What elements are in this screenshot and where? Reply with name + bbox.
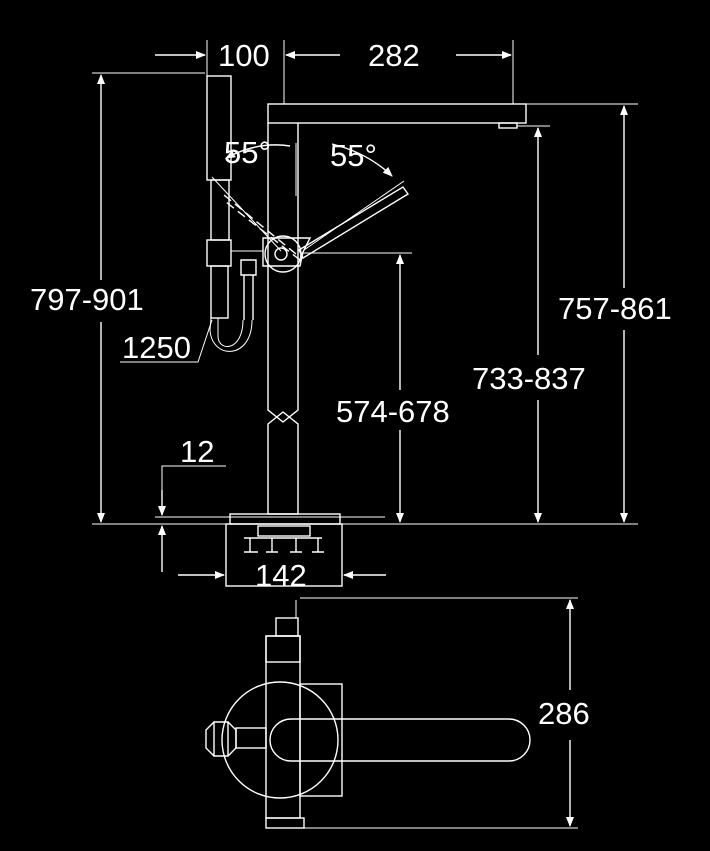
dim-spout-underside-height-label: 733-837 xyxy=(472,361,586,396)
dim-lever-height-label: 574-678 xyxy=(336,394,450,429)
dim-hose-leader xyxy=(120,319,213,363)
plan-mounting-block xyxy=(299,683,343,797)
swivel-left-label: 55° xyxy=(224,135,271,170)
plan-shower-holder xyxy=(235,727,267,749)
dim-hand-shower-offset-label: 100 xyxy=(218,38,270,73)
dim-floor-recess xyxy=(158,465,226,572)
swivel-left-arc-icon xyxy=(225,144,291,159)
swivel-right-label: 55° xyxy=(330,138,377,173)
plan-connector-nut-icon xyxy=(205,721,237,757)
dim-lever-height xyxy=(300,252,412,523)
base-plate xyxy=(225,523,343,587)
dim-plan-depth-label: 286 xyxy=(538,696,590,731)
dim-spout-underside-height xyxy=(517,125,550,523)
hand-shower xyxy=(206,75,263,352)
dim-total-height xyxy=(92,72,205,523)
dim-spout-top-height xyxy=(526,103,638,523)
dim-hose-length-label: 1250 xyxy=(122,330,191,365)
lever-handle xyxy=(223,186,410,273)
dim-base-width-label: 142 xyxy=(255,558,307,593)
dim-top-widths xyxy=(155,40,514,104)
elevation-view xyxy=(92,40,638,587)
plan-base-circle xyxy=(221,681,339,799)
plan-spout-handle xyxy=(269,718,531,762)
dim-spout-top-height-label: 757-861 xyxy=(558,291,672,326)
dim-total-height-label: 797-901 xyxy=(30,282,144,317)
dim-spout-reach-label: 282 xyxy=(368,38,420,73)
plan-body xyxy=(265,635,301,819)
swivel-right-arc-icon xyxy=(331,143,393,177)
dim-floor-recess-label: 12 xyxy=(180,434,214,469)
spout xyxy=(267,103,527,129)
body-column xyxy=(229,123,341,525)
plan-view xyxy=(205,597,578,829)
